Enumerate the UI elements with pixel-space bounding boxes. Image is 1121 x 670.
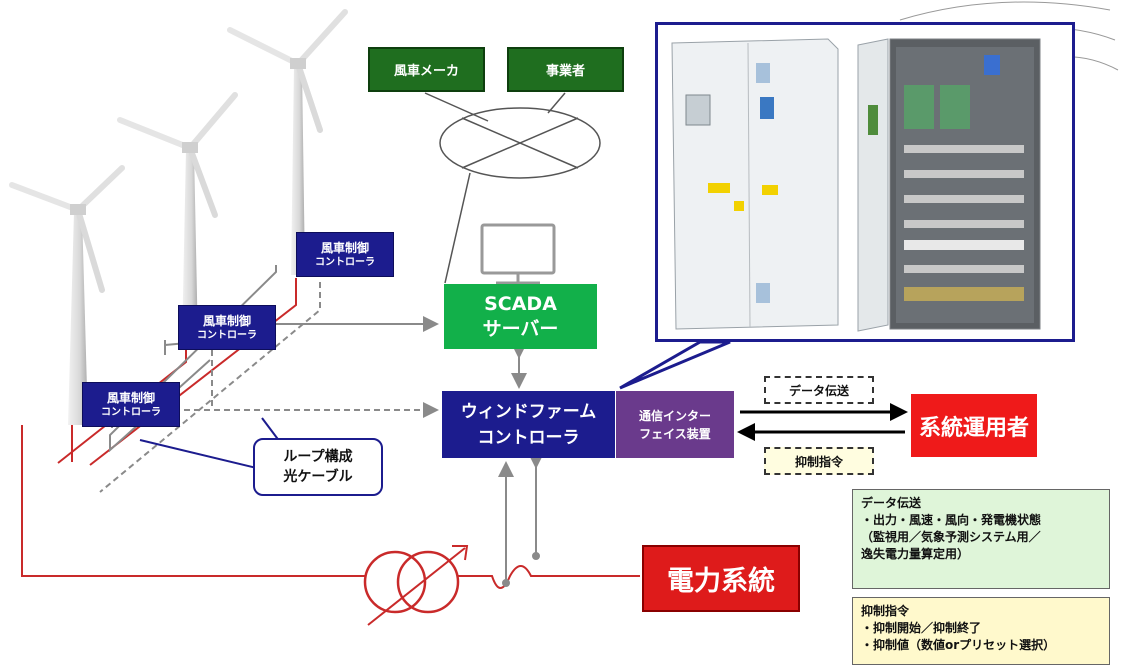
wfc-grid-link bbox=[498, 453, 544, 587]
info-line: 逸失電力量算定用） bbox=[861, 547, 970, 561]
monitor-icon bbox=[480, 223, 556, 285]
turbine-controller-1: 風車制御 コントローラ bbox=[82, 382, 180, 427]
scada-line2: サーバー bbox=[482, 317, 559, 340]
data-transfer-label: データ伝送 bbox=[764, 376, 874, 404]
controller-line1: 風車制御 bbox=[320, 240, 369, 255]
info-line: ・抑制値（数値orプリセット選択） bbox=[861, 638, 1056, 652]
operator-label: 事業者 bbox=[545, 64, 585, 79]
info-line: （監視用／気象予測システム用／ bbox=[861, 530, 1041, 544]
wind-turbine-1 bbox=[9, 165, 125, 425]
info-line: ・出力・風速・風向・発電機状態 bbox=[861, 513, 1042, 527]
turbine-controller-2: 風車制御 コントローラ bbox=[178, 305, 276, 350]
transformer-icon bbox=[363, 545, 469, 626]
controller-line1: 風車制御 bbox=[202, 313, 251, 328]
open-cabinet bbox=[857, 38, 1041, 332]
curtail-command-info: 抑制指令 ・抑制開始／抑制終了 ・抑制値（数値orプリセット選択） bbox=[852, 597, 1110, 665]
data-transfer-info: データ伝送 ・出力・風速・風向・発電機状態 （監視用／気象予測システム用／ 逸失… bbox=[852, 489, 1110, 589]
control-panel-photo bbox=[655, 22, 1075, 342]
comm-line1: 通信インター bbox=[638, 408, 711, 423]
scada-server: SCADA サーバー bbox=[444, 284, 597, 349]
loop-cable-callout: ループ構成 光ケーブル bbox=[253, 438, 383, 496]
cable-line1: ループ構成 bbox=[283, 449, 353, 465]
scada-line1: SCADA bbox=[484, 292, 557, 315]
cable-line2: 光ケーブル bbox=[283, 469, 353, 485]
wfc-line1: ウィンドファーム bbox=[460, 401, 597, 422]
controller-line2: コントローラ bbox=[315, 256, 375, 268]
comm-line2: フェイス装置 bbox=[639, 426, 711, 441]
power-grid: 電力系統 bbox=[642, 545, 800, 612]
info-title: データ伝送 bbox=[861, 496, 922, 510]
wind-farm-controller: ウィンドファーム コントローラ bbox=[442, 391, 615, 458]
comm-interface-device: 通信インター フェイス装置 bbox=[616, 391, 734, 458]
control-cabinet-illustration bbox=[671, 38, 1041, 332]
operator-arrows bbox=[737, 403, 908, 441]
info-title: 抑制指令 bbox=[861, 604, 910, 618]
wfc-line2: コントローラ bbox=[477, 427, 580, 448]
controller-line2: コントローラ bbox=[101, 406, 161, 418]
curtail-command-text: 抑制指令 bbox=[794, 454, 843, 469]
wind-turbine-3 bbox=[227, 9, 348, 275]
photo-callout bbox=[619, 340, 731, 390]
controller-line2: コントローラ bbox=[197, 329, 257, 341]
info-line: ・抑制開始／抑制終了 bbox=[861, 621, 982, 635]
power-grid-label: 電力系統 bbox=[667, 566, 775, 597]
wind-turbine-2 bbox=[117, 92, 238, 345]
manufacturer-label: 風車メーカ bbox=[393, 64, 459, 79]
manufacturer-box: 風車メーカ bbox=[368, 47, 485, 92]
data-transfer-text: データ伝送 bbox=[788, 383, 849, 398]
controller-line1: 風車制御 bbox=[106, 390, 155, 405]
system-operator: 系統運用者 bbox=[911, 394, 1037, 457]
system-operator-label: 系統運用者 bbox=[918, 415, 1029, 441]
turbine-controller-3: 風車制御 コントローラ bbox=[296, 232, 394, 277]
operator-box: 事業者 bbox=[507, 47, 624, 92]
network-cloud bbox=[424, 92, 601, 284]
curtail-command-label: 抑制指令 bbox=[764, 447, 874, 475]
closed-cabinet bbox=[671, 38, 839, 330]
